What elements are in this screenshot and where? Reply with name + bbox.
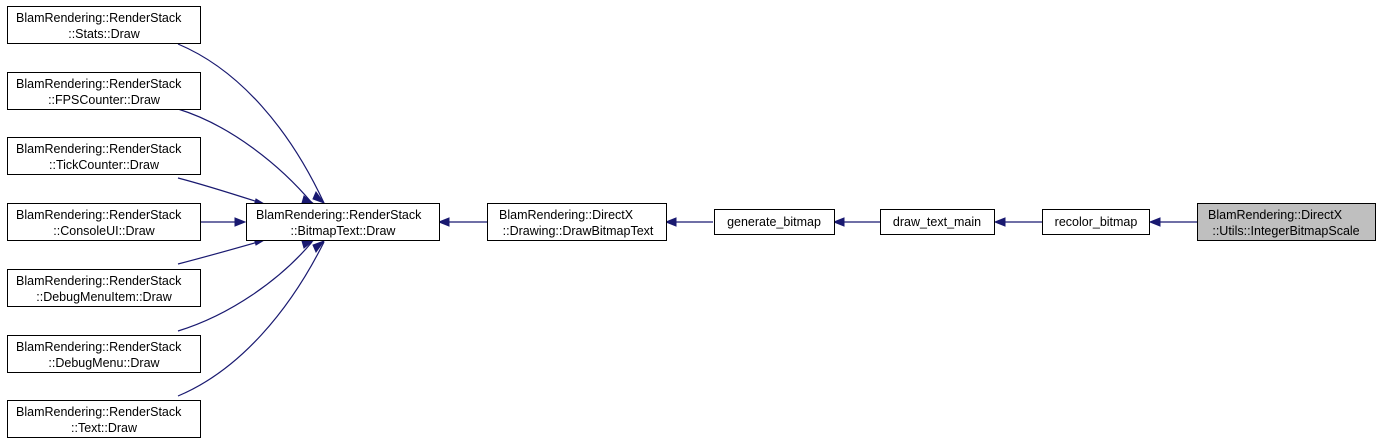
node-tick-draw-line1: BlamRendering::RenderStack [16,142,182,156]
node-text-draw-line2: ::Text::Draw [71,421,138,435]
node-debugitem-draw-line1: BlamRendering::RenderStack [16,274,182,288]
arrowhead-stats [312,190,326,205]
node-integerscale-line1: BlamRendering::DirectX [1208,208,1343,222]
node-integer-bitmap-scale[interactable]: BlamRendering::DirectX ::Utils::IntegerB… [1197,203,1376,241]
edge-stats-to-bitmaptext [177,43,325,204]
node-stats-draw-line2: ::Stats::Draw [68,27,141,41]
arrowhead-recolor [1148,217,1161,227]
node-debug-menu-item-draw[interactable]: BlamRendering::RenderStack ::DebugMenuIt… [7,269,201,307]
node-fps-counter-draw[interactable]: BlamRendering::RenderStack ::FPSCounter:… [7,72,201,110]
node-console-draw-line2: ::ConsoleUI::Draw [53,224,155,238]
edge-fps-to-bitmaptext [177,108,313,204]
node-debug-menu-draw[interactable]: BlamRendering::RenderStack ::DebugMenu::… [7,335,201,373]
node-integerscale-line2: ::Utils::IntegerBitmapScale [1212,224,1359,238]
node-stats-draw[interactable]: BlamRendering::RenderStack ::Stats::Draw [7,6,201,44]
arrowhead-text [312,239,326,254]
node-stats-draw-line1: BlamRendering::RenderStack [16,11,182,25]
node-generate-bitmap[interactable]: generate_bitmap [714,209,835,235]
edge-debugitem-to-bitmaptext [177,241,259,265]
node-recolor-bitmap-label: recolor_bitmap [1055,215,1138,229]
arrowhead-bitmaptext [437,217,450,227]
node-fps-draw-line2: ::FPSCounter::Draw [48,93,161,107]
node-draw-bitmap-text[interactable]: BlamRendering::DirectX ::Drawing::DrawBi… [487,203,667,241]
node-tick-draw-line2: ::TickCounter::Draw [49,158,160,172]
node-recolor-bitmap[interactable]: recolor_bitmap [1042,209,1150,235]
edge-tick-to-bitmaptext [177,177,259,203]
arrowhead-drawbitmaptext [664,217,677,227]
node-text-draw[interactable]: BlamRendering::RenderStack ::Text::Draw [7,400,201,438]
arrowhead-fps [301,195,316,205]
arrowhead-console [234,217,247,227]
node-draw-text-main[interactable]: draw_text_main [880,209,995,235]
edges [177,43,1197,397]
arrowhead-drawtextmain [993,217,1006,227]
node-bitmap-text-draw[interactable]: BlamRendering::RenderStack ::BitmapText:… [246,203,440,241]
node-tick-counter-draw[interactable]: BlamRendering::RenderStack ::TickCounter… [7,137,201,175]
node-debugitem-draw-line2: ::DebugMenuItem::Draw [36,290,172,304]
node-debugmenu-draw-line2: ::DebugMenu::Draw [48,356,160,370]
node-drawbitmaptext-line2: ::Drawing::DrawBitmapText [503,224,654,238]
node-drawbitmaptext-line1: BlamRendering::DirectX [499,208,634,222]
node-bitmaptext-draw-line1: BlamRendering::RenderStack [256,208,422,222]
edge-text-to-bitmaptext [177,241,325,397]
node-fps-draw-line1: BlamRendering::RenderStack [16,77,182,91]
edge-debugmenu-to-bitmaptext [177,241,313,332]
arrowhead-generate [832,217,845,227]
node-text-draw-line1: BlamRendering::RenderStack [16,405,182,419]
node-draw-text-main-label: draw_text_main [893,215,981,229]
node-debugmenu-draw-line1: BlamRendering::RenderStack [16,340,182,354]
node-generate-bitmap-label: generate_bitmap [727,215,821,229]
node-console-draw-line1: BlamRendering::RenderStack [16,208,182,222]
node-console-ui-draw[interactable]: BlamRendering::RenderStack ::ConsoleUI::… [7,203,201,241]
node-bitmaptext-draw-line2: ::BitmapText::Draw [291,224,397,238]
